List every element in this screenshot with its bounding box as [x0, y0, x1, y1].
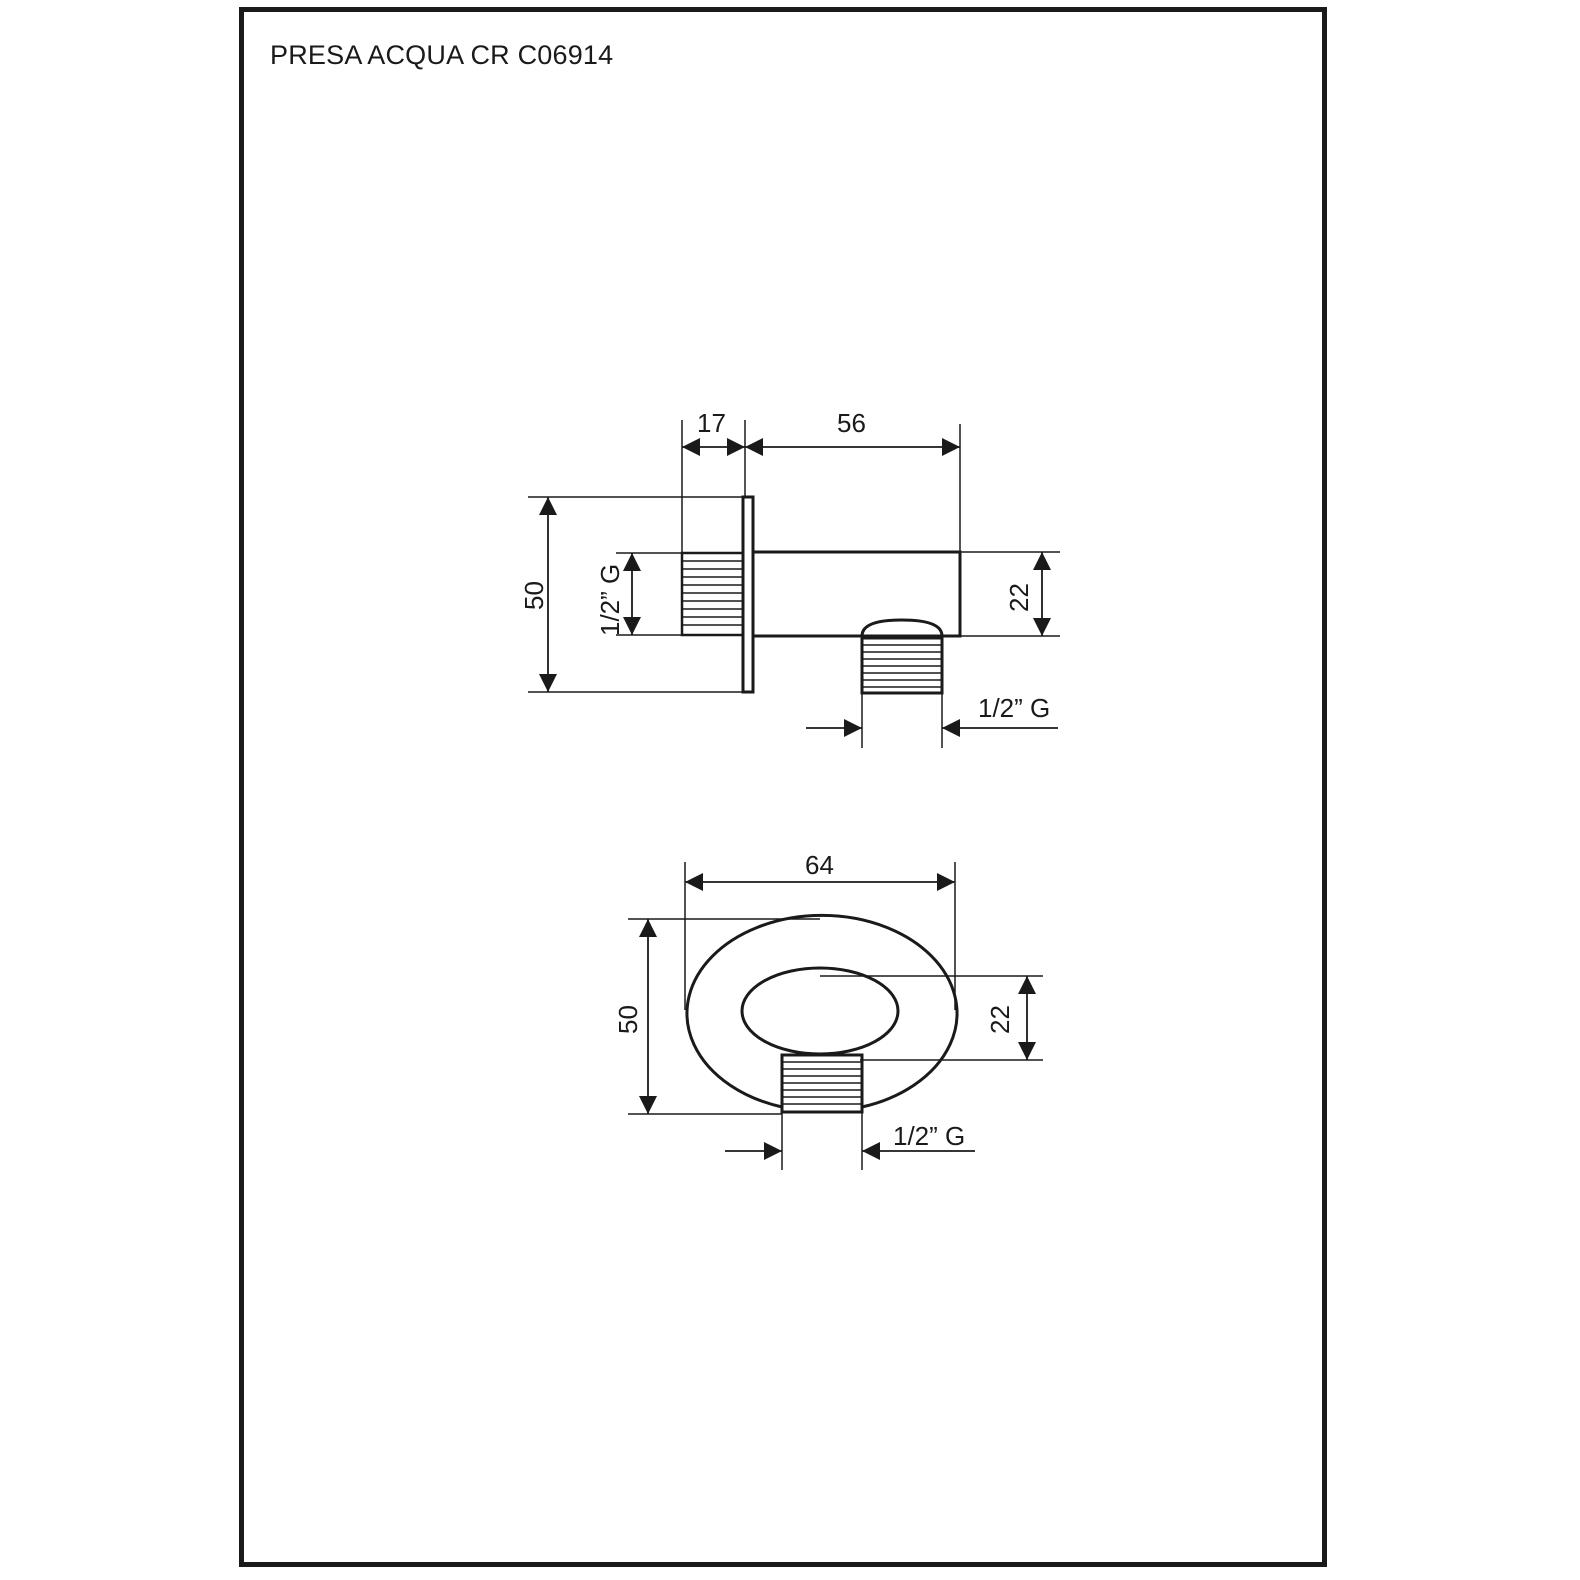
- label-56: 56: [837, 408, 866, 438]
- label-22-side: 22: [1004, 583, 1034, 612]
- front-view: [628, 862, 1043, 1170]
- side-view: [528, 420, 1060, 748]
- label-inlet-thread: 1/2” G: [595, 564, 625, 636]
- label-64: 64: [805, 850, 834, 880]
- label-22-front: 22: [985, 1005, 1015, 1034]
- side-outlet-cap: [860, 618, 944, 637]
- side-body: [751, 550, 962, 638]
- label-50-front: 50: [613, 1005, 643, 1034]
- front-inner-ring: [740, 966, 900, 1056]
- front-outlet-thread: [780, 1053, 864, 1114]
- side-rear-thread: [680, 551, 745, 637]
- label-outlet-thread-side: 1/2” G: [978, 693, 1050, 723]
- label-outlet-thread-front: 1/2” G: [893, 1121, 965, 1151]
- front-outer-ring: [685, 913, 959, 1109]
- side-outlet-thread: [860, 636, 944, 695]
- label-50-side: 50: [519, 581, 549, 610]
- label-17: 17: [697, 408, 726, 438]
- drawing-title: PRESA ACQUA CR C06914: [270, 40, 614, 70]
- drawing-frame: [239, 7, 1327, 1567]
